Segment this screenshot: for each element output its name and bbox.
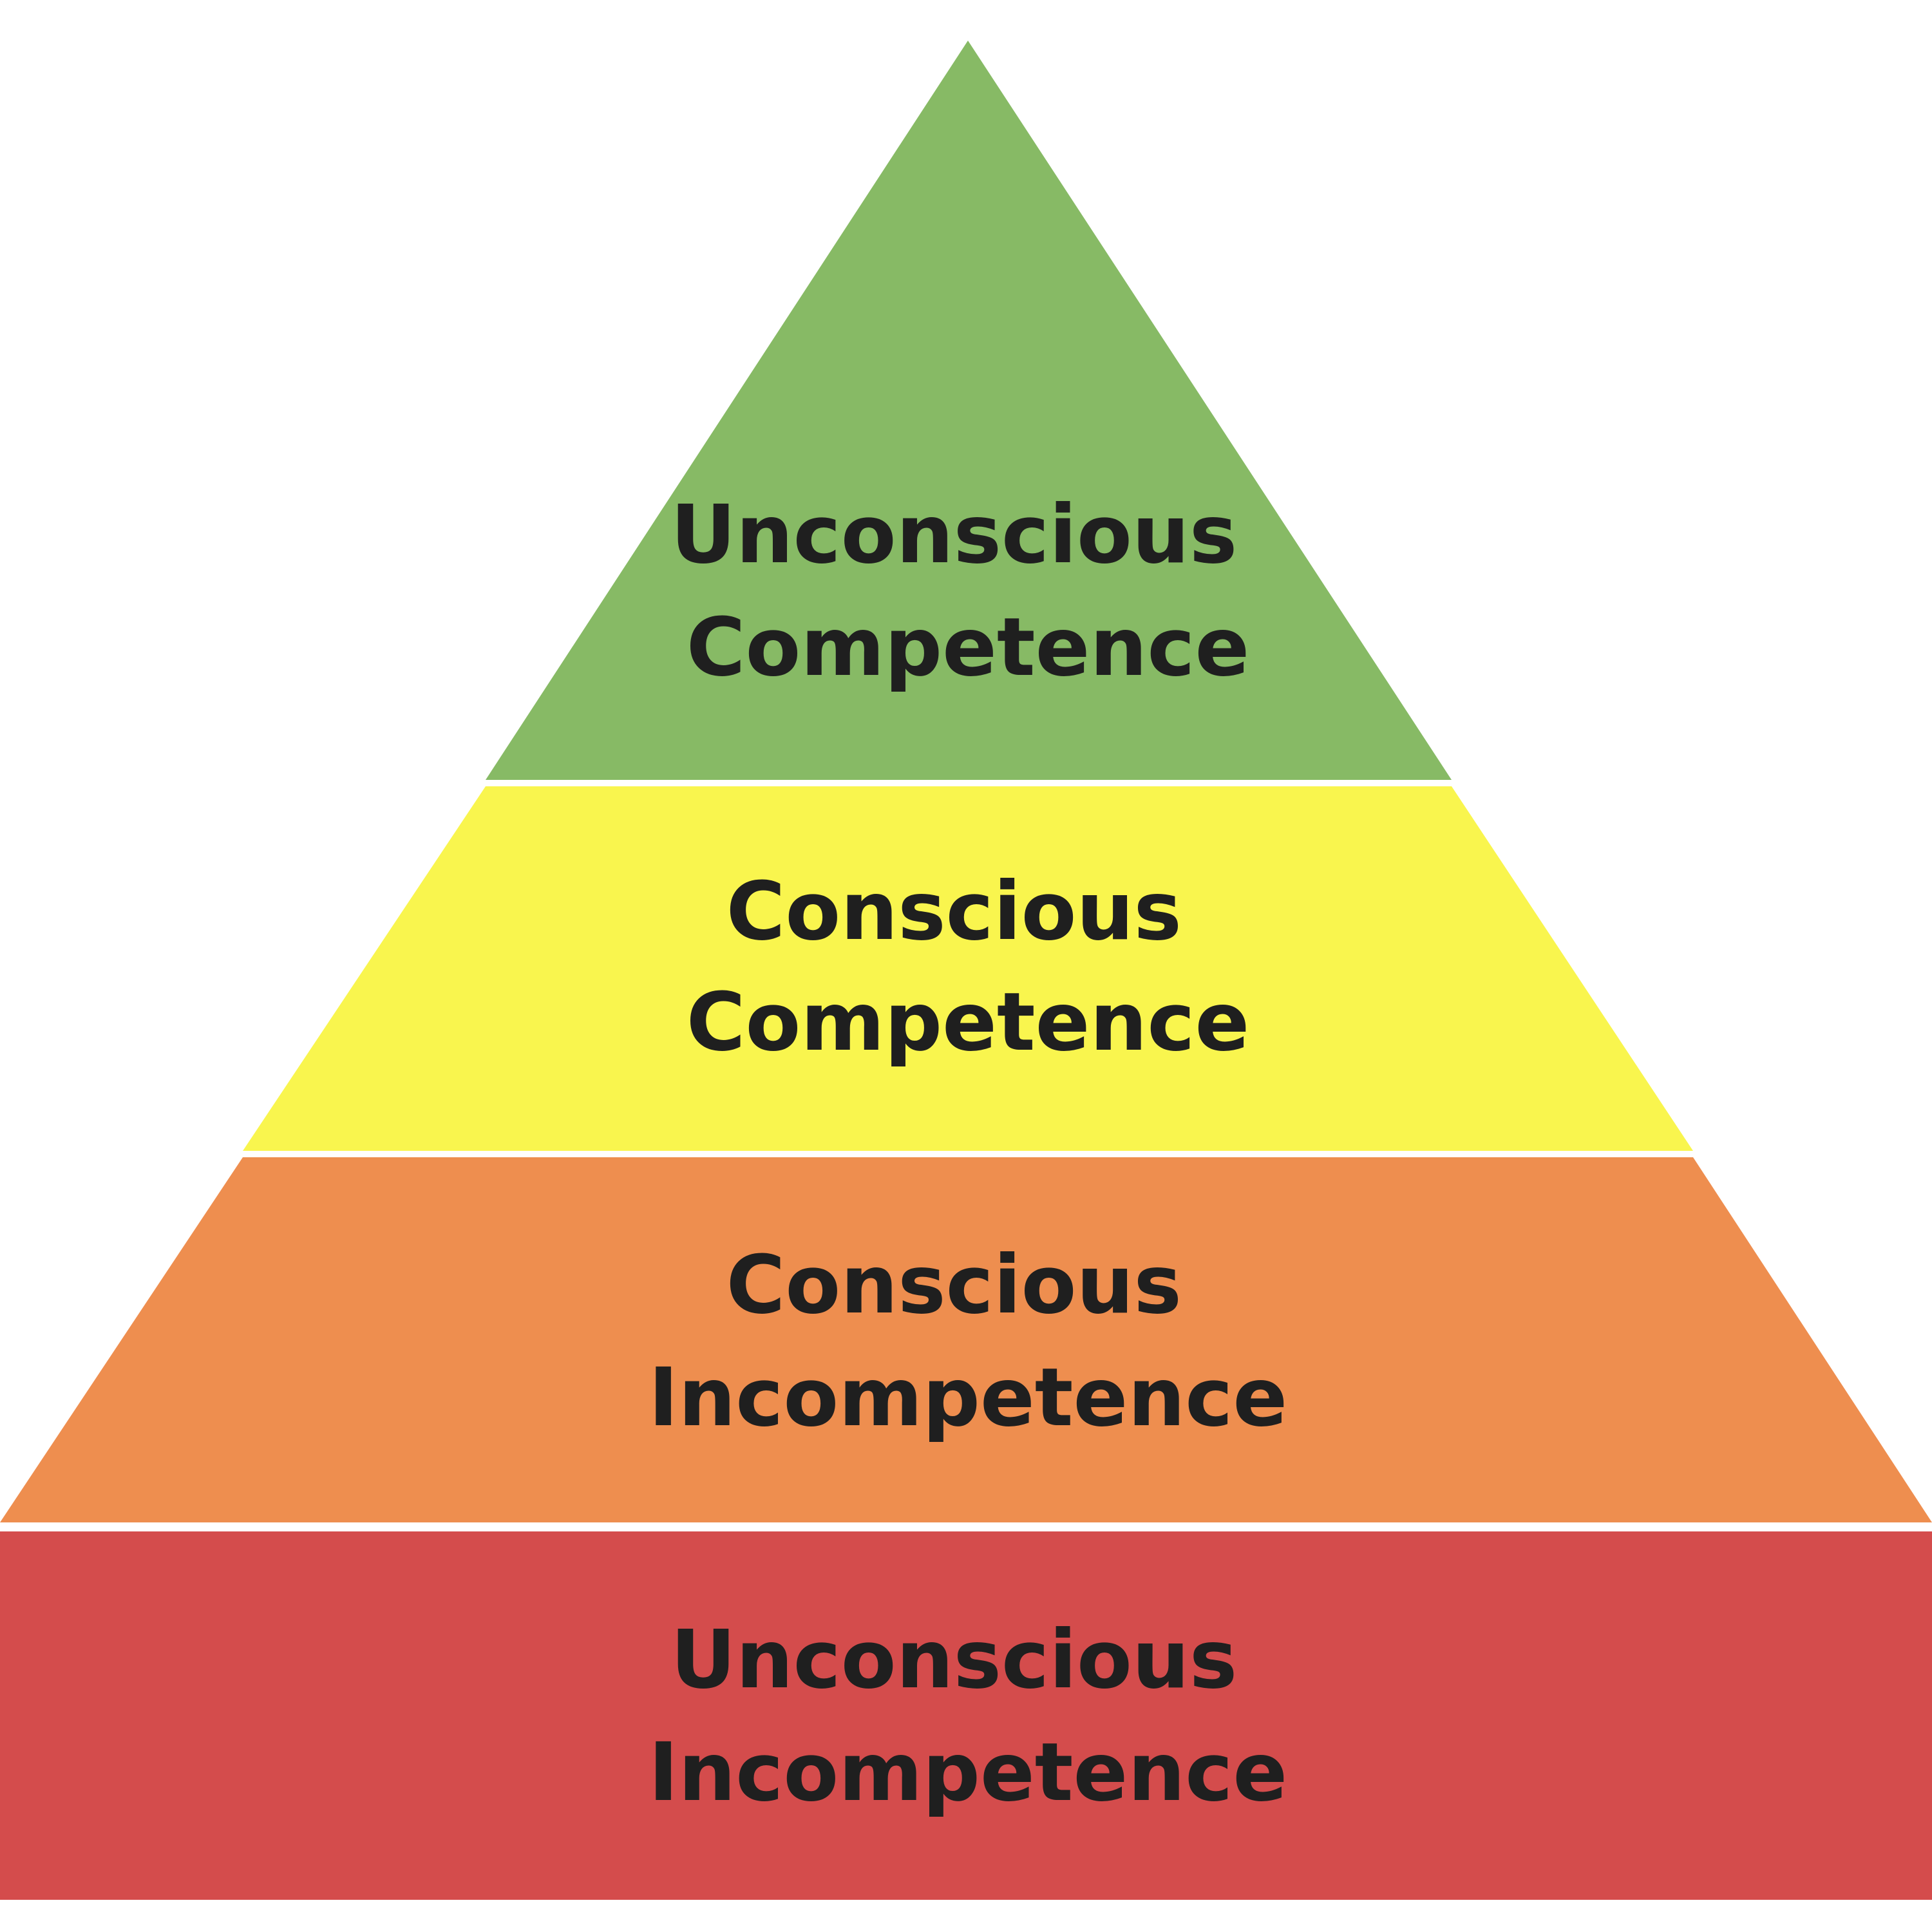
label-line-1: Unconscious xyxy=(670,488,1237,582)
tier-conscious-competence xyxy=(243,786,1693,1151)
tier-unconscious-competence xyxy=(486,41,1452,780)
label-line-1: Conscious xyxy=(726,1238,1182,1332)
label-line-1: Unconscious xyxy=(670,1613,1237,1707)
label-line-1: Conscious xyxy=(726,865,1182,958)
label-line-2: Incompetence xyxy=(649,1726,1287,1819)
label-line-2: Competence xyxy=(687,601,1250,694)
label-line-2: Incompetence xyxy=(649,1351,1287,1444)
label-conscious-competence: Conscious Competence xyxy=(687,865,1250,1069)
label-conscious-incompetence: Conscious Incompetence xyxy=(649,1238,1287,1444)
tier-conscious-incompetence xyxy=(0,1157,1932,1522)
label-unconscious-competence: Unconscious Competence xyxy=(670,488,1265,694)
tier-unconscious-incompetence xyxy=(0,1531,1932,1900)
label-unconscious-incompetence: Unconscious Incompetence xyxy=(649,1613,1287,1819)
label-line-2: Competence xyxy=(687,976,1250,1069)
